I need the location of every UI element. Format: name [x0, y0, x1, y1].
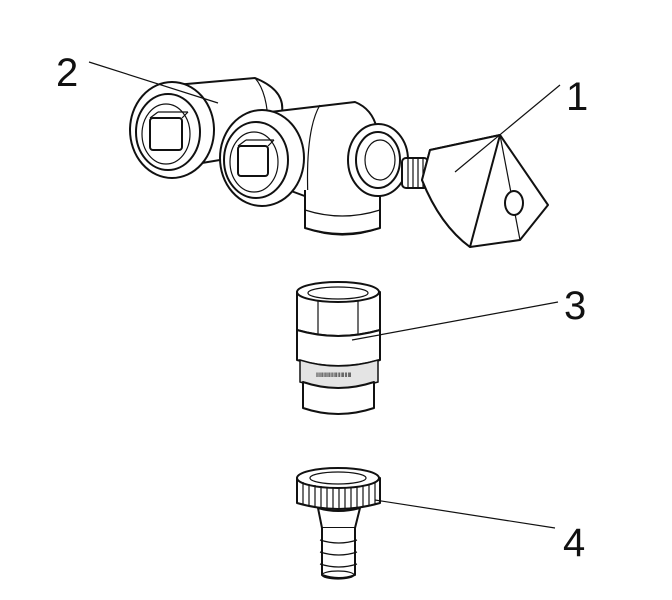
front-hex-nut: [219, 109, 305, 207]
callout-labels: 2 1 3 4: [56, 51, 588, 565]
part-1-valve-handle: [401, 134, 549, 248]
printed-band-text: ⅡⅢⅡⅢⅡⅢⅡⅢⅡⅢ: [316, 372, 351, 379]
side-outlet-port: [347, 123, 409, 197]
part-4-hose-tail: [296, 467, 381, 580]
rear-hex-nut: [129, 81, 215, 179]
callout-1: 1: [566, 75, 588, 119]
leader-3: [351, 301, 559, 341]
callout-3: 3: [564, 284, 586, 328]
part-2-valve-body: [129, 77, 409, 236]
callout-2: 2: [56, 51, 78, 95]
leader-1: [454, 84, 561, 173]
callout-4: 4: [563, 521, 585, 565]
leader-4: [374, 499, 556, 529]
leader-lines: [88, 61, 561, 529]
leader-2: [88, 61, 219, 104]
part-3-connector: ⅡⅢⅡⅢⅡⅢⅡⅢⅡⅢ: [296, 281, 381, 415]
